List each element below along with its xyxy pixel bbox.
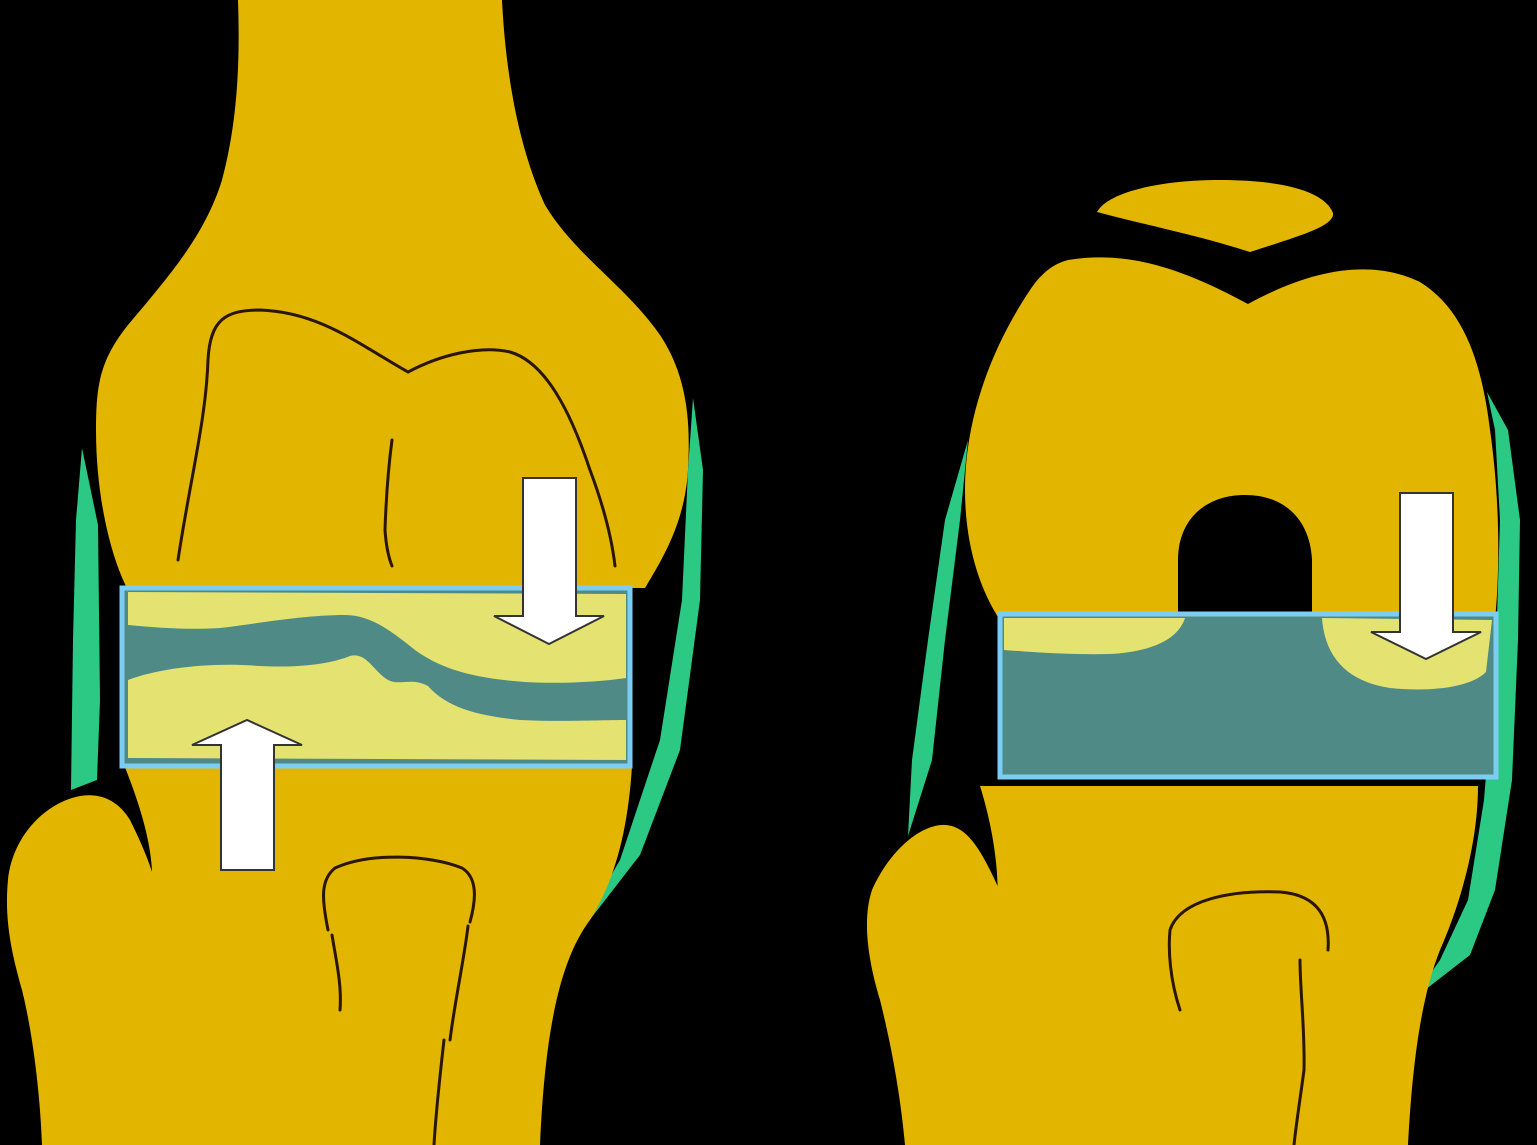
right-knee-intercondylar-notch (1178, 495, 1312, 620)
